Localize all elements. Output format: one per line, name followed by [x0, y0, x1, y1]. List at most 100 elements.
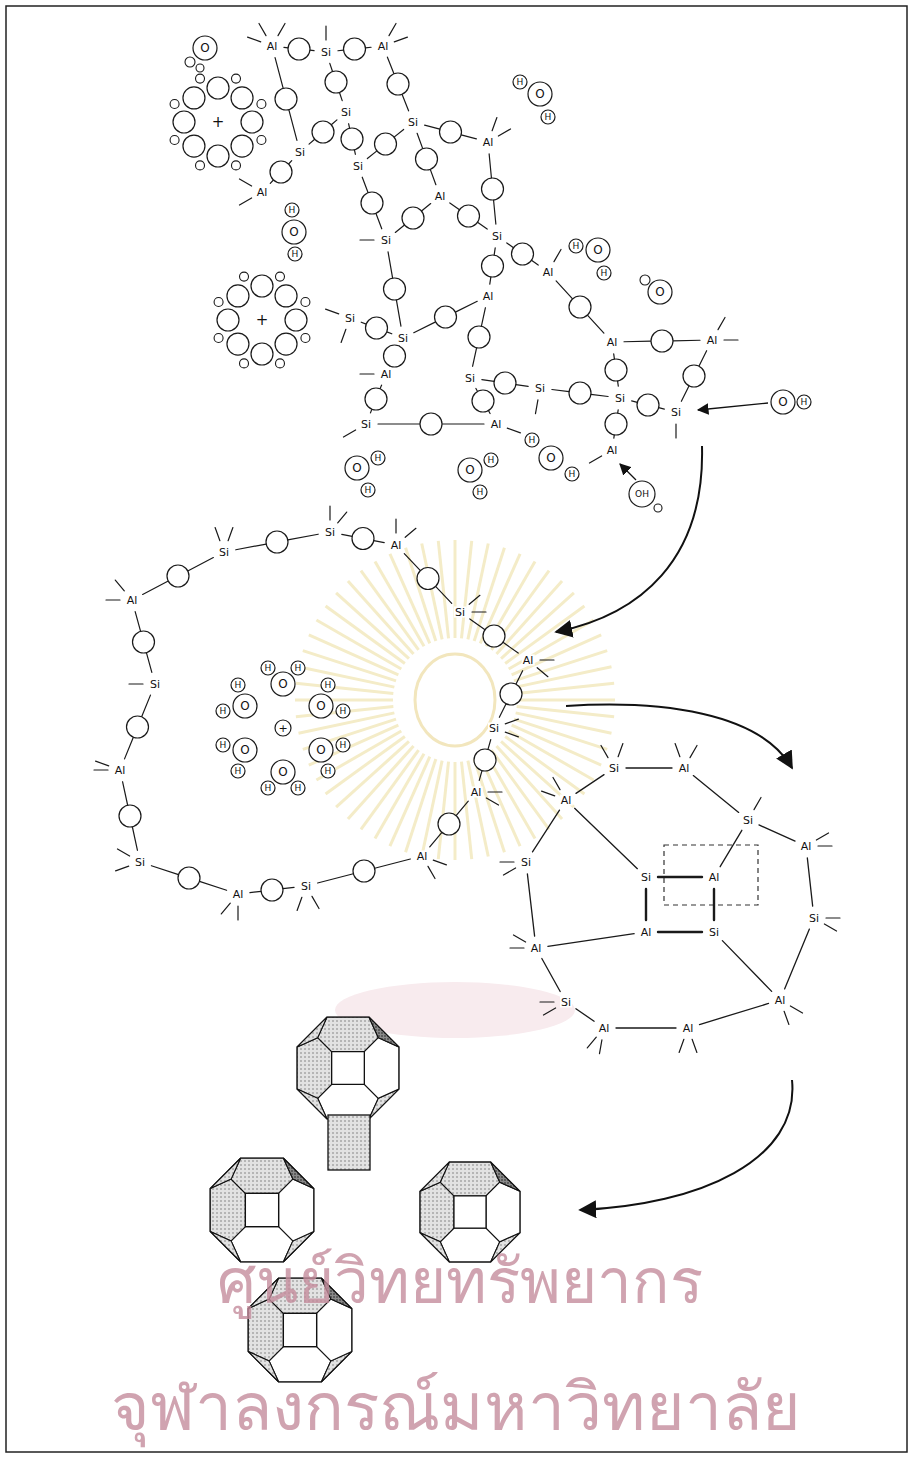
hydrogen-atom	[257, 100, 266, 109]
atom-label: Al	[482, 137, 495, 148]
water-oxygen	[183, 135, 205, 157]
hydrogen-atom	[257, 135, 266, 144]
hydrogen-label: H	[545, 113, 552, 122]
atom-label: Si	[320, 47, 332, 58]
bond-stub	[589, 456, 601, 463]
atom-label: Si	[488, 723, 500, 734]
hydrogen-label: H	[340, 741, 347, 750]
bond-line	[376, 213, 382, 228]
bond-stub	[692, 1039, 697, 1052]
bond-stub	[537, 668, 548, 677]
bridging-oxygen	[375, 133, 397, 155]
cage-edge	[542, 958, 560, 991]
oxygen-label: O	[316, 700, 325, 712]
hydrogen-atom	[525, 433, 539, 447]
sodalite-cage	[297, 1017, 399, 1119]
watermark-ray	[309, 725, 399, 765]
bond-stub	[690, 745, 697, 757]
sodalite-face	[486, 1182, 520, 1242]
bond-line	[482, 380, 494, 382]
atom-label: Al	[126, 595, 139, 606]
oxygen-atom	[539, 446, 563, 470]
hydrogen-atom	[275, 359, 284, 368]
oxygen-label: O	[278, 678, 287, 690]
bond-line	[552, 389, 569, 391]
hydrogen-atom	[569, 239, 583, 253]
hydrogen-atom	[216, 704, 230, 718]
bond-stub	[94, 769, 108, 770]
water-oxygen	[217, 309, 239, 331]
watermark-emblem	[415, 654, 495, 746]
cage-edge	[699, 1003, 768, 1024]
atom-label: Si	[397, 333, 409, 344]
bond-stub	[360, 239, 374, 240]
prism-link	[328, 1115, 370, 1170]
bond-line	[367, 151, 377, 159]
bond-line	[338, 50, 344, 52]
atom-label: Si	[294, 147, 306, 158]
bond-line	[125, 737, 134, 759]
atom-label: Si	[324, 527, 336, 538]
bond-line	[470, 619, 485, 630]
sodalite-face	[491, 1162, 520, 1191]
bond-line	[531, 260, 538, 265]
atom-label: Si	[380, 235, 392, 246]
water-oxygen	[275, 333, 297, 355]
cage-front-edge	[645, 889, 647, 920]
bridging-oxygen	[605, 413, 627, 435]
sodalite-face	[279, 1179, 314, 1241]
bridging-oxygen	[266, 531, 288, 553]
atom-label: Al	[640, 927, 653, 938]
hydrogen-atom	[565, 467, 579, 481]
hydrogen-atom	[336, 738, 350, 752]
bond-line	[135, 612, 140, 632]
atom-label: Al	[490, 419, 503, 430]
bond-stub	[543, 1008, 555, 1015]
cage-edge	[807, 858, 812, 906]
atom-label: Si	[534, 383, 546, 394]
bond-line	[402, 94, 409, 111]
bond-line	[455, 301, 477, 312]
atom-label: Si	[300, 881, 312, 892]
bond-stub	[239, 198, 251, 205]
bond-line	[365, 47, 371, 49]
oxygen-label: O	[465, 464, 474, 476]
watermark-ray	[348, 581, 414, 654]
bond-stub	[679, 1039, 684, 1052]
bond-stub	[505, 719, 518, 724]
bond-stub	[343, 430, 355, 437]
bridging-oxygen	[384, 345, 406, 367]
hydrogen-label: H	[235, 767, 242, 776]
bridging-oxygen	[494, 372, 516, 394]
bond-line	[417, 133, 423, 148]
bridging-oxygen	[288, 38, 310, 60]
bridging-oxygen	[637, 394, 659, 416]
hydrogen-atom	[336, 704, 350, 718]
bond-line	[288, 534, 318, 540]
atom-label: Si	[608, 763, 620, 774]
watermark-text: ศูนย์วิทยทรัพยากร	[217, 1242, 703, 1323]
bond-line	[516, 385, 528, 387]
sodalite-face	[420, 1162, 449, 1191]
hydrogen-atom	[301, 333, 310, 342]
hydrogen-label: H	[325, 767, 332, 776]
bond-line	[617, 381, 619, 386]
bond-stub	[394, 37, 407, 42]
bond-stub	[724, 339, 738, 340]
atom-label: Si	[218, 547, 230, 558]
bond-stub	[498, 129, 510, 136]
hydrogen-atom	[214, 298, 223, 307]
atom-label: Si	[670, 407, 682, 418]
bridging-oxygen	[651, 330, 673, 352]
hydrogen-atom	[597, 266, 611, 280]
hydrogen-label: H	[265, 784, 272, 793]
bridging-oxygen	[440, 121, 462, 143]
oxygen-atom	[271, 672, 295, 696]
watermark-ray	[303, 651, 396, 681]
bond-stub	[129, 683, 143, 684]
bond-stub	[469, 595, 480, 604]
hydrogen-atom	[288, 247, 302, 261]
bond-line	[624, 341, 651, 343]
hydrogen-atom	[371, 451, 385, 465]
